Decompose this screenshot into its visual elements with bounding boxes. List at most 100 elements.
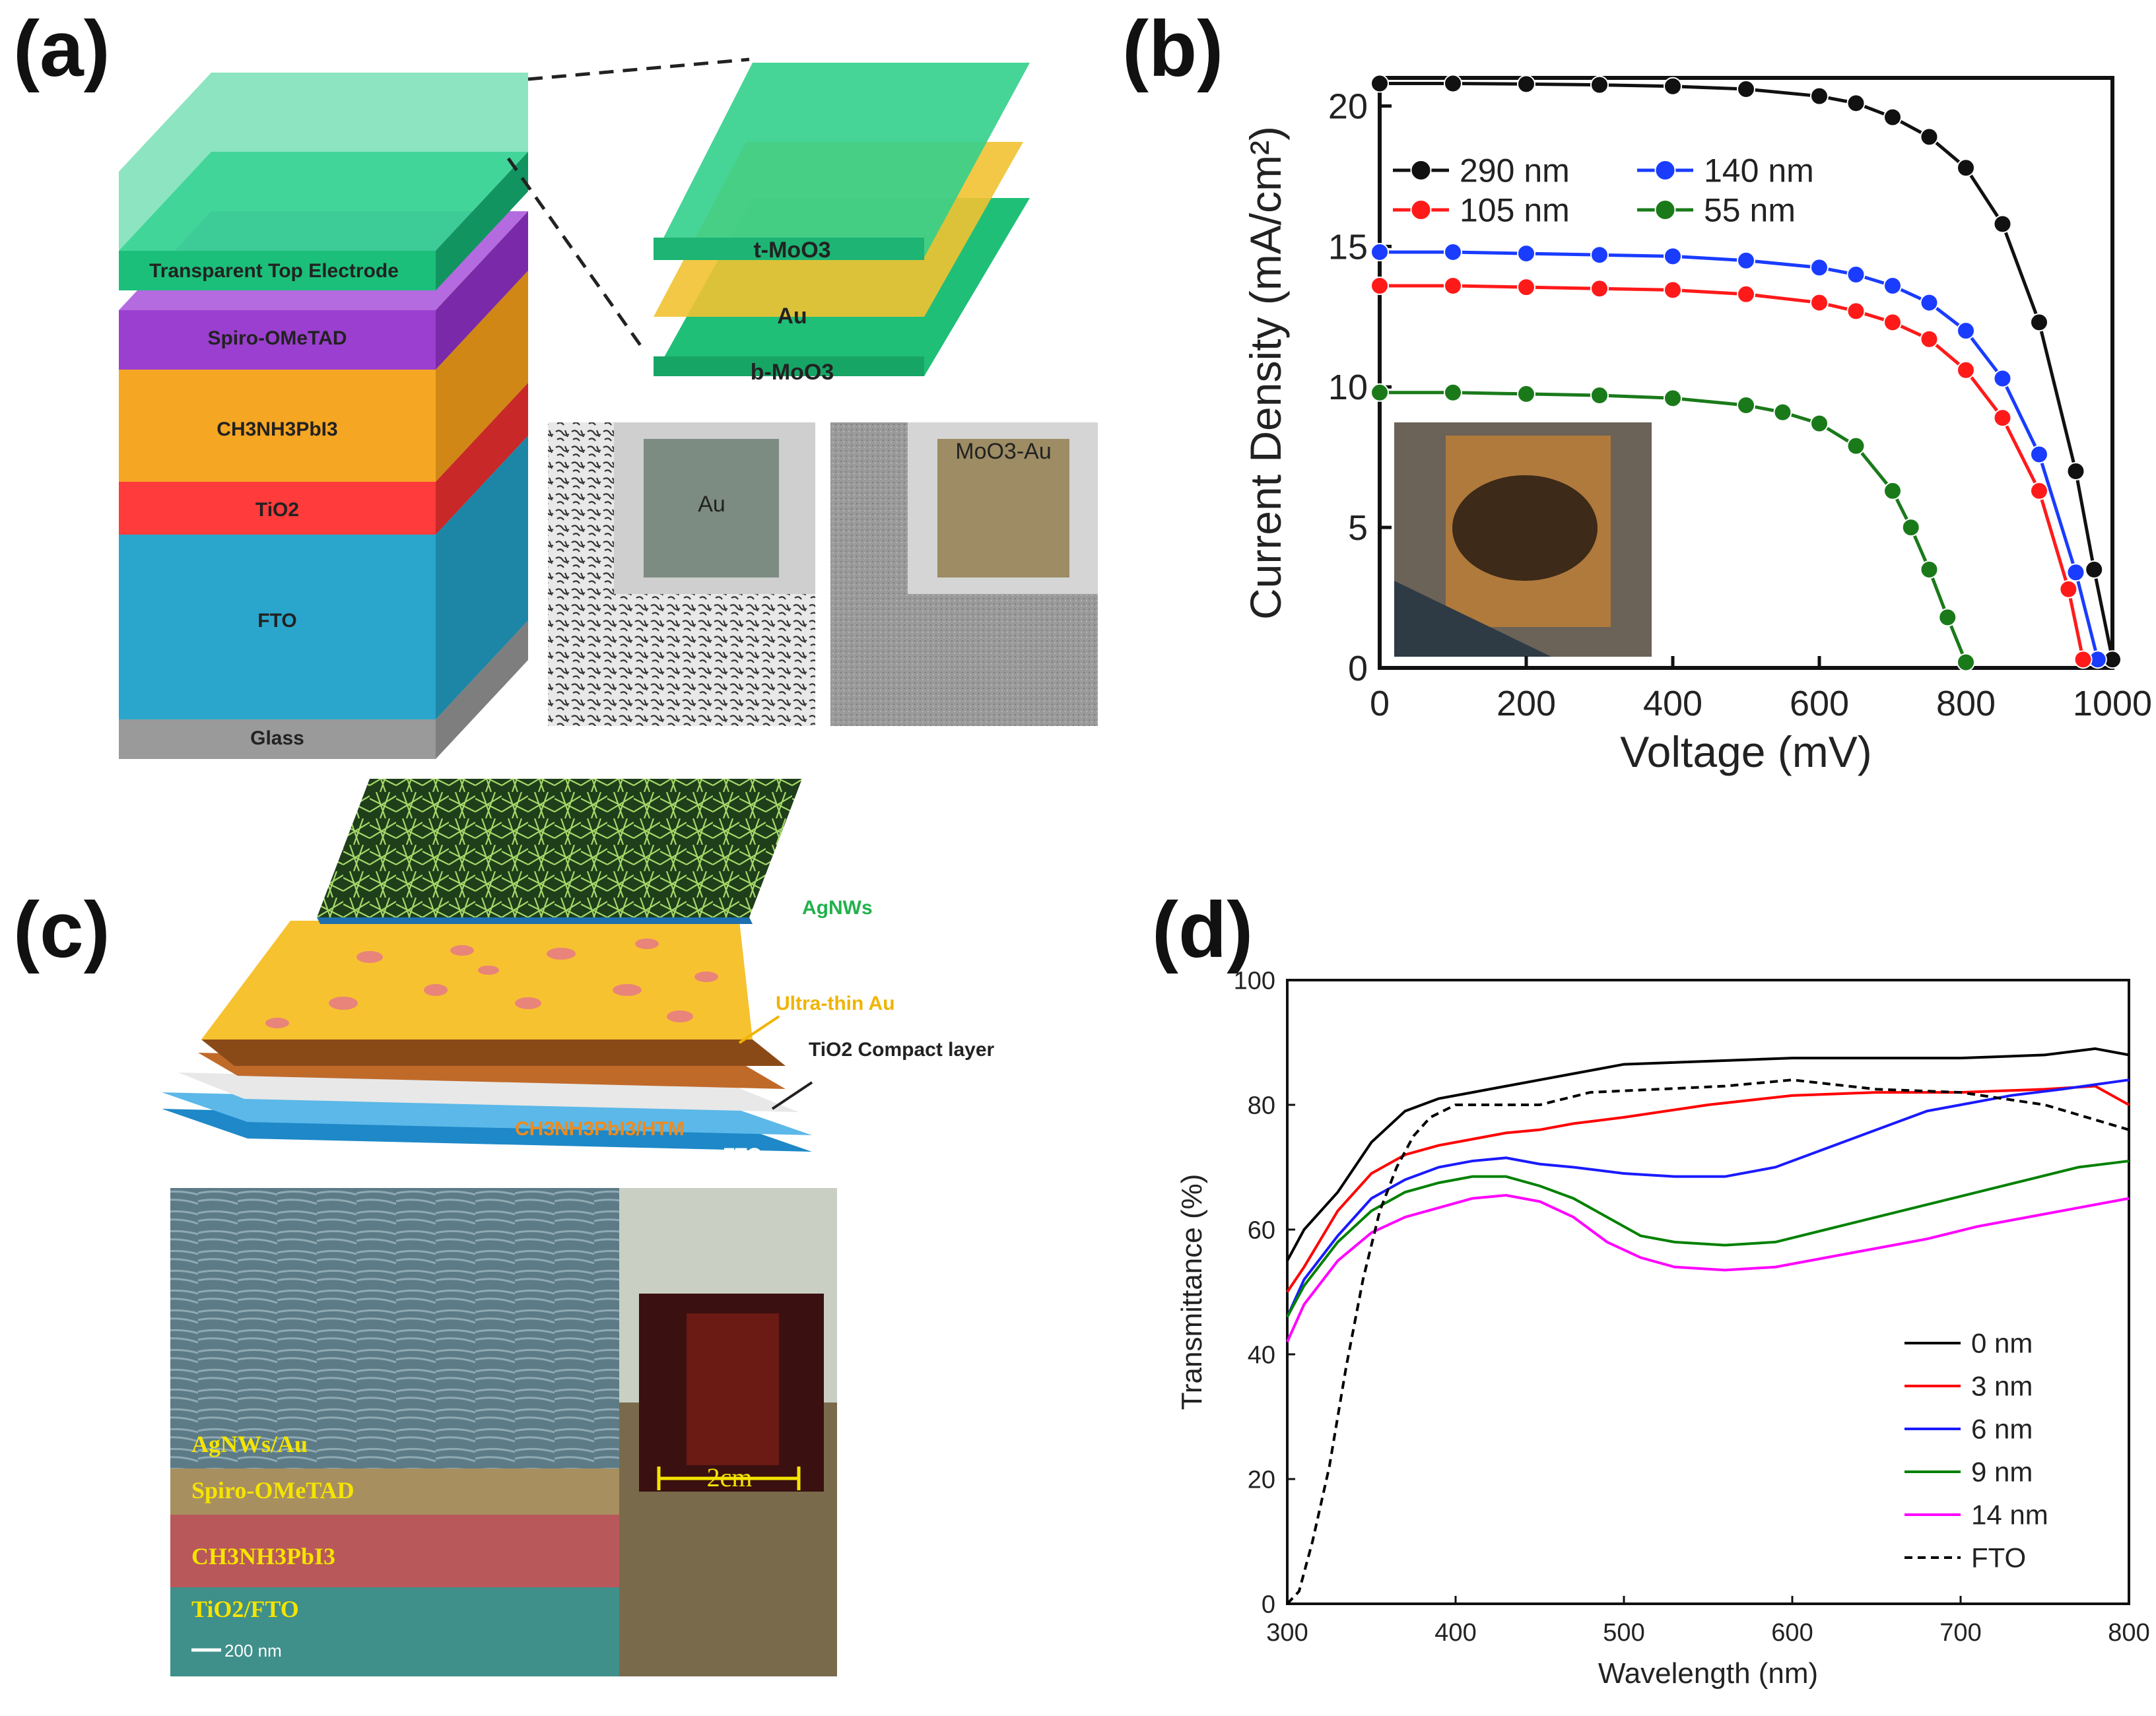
data-point bbox=[1737, 395, 1755, 414]
device-stack: Transparent Top Electrode Spiro-OMeTAD C… bbox=[119, 73, 528, 759]
photo-label-moo3-au: MoO3-Au bbox=[955, 439, 1052, 464]
photo-label-au: Au bbox=[698, 492, 725, 517]
legend-marker bbox=[1654, 199, 1676, 220]
sem-label-spiro: Spiro-OMeTAD bbox=[191, 1477, 354, 1503]
legend-label: 3 nm bbox=[1971, 1371, 2033, 1402]
series-line-0 bbox=[1380, 82, 2114, 660]
photo-scale-label: 2cm bbox=[707, 1463, 753, 1492]
x-tick-label: 0 bbox=[1370, 684, 1390, 723]
glass-front bbox=[119, 719, 436, 759]
legend-label: 6 nm bbox=[1971, 1414, 2033, 1445]
data-point bbox=[2059, 579, 2078, 599]
zoom-callout bbox=[506, 57, 750, 351]
data-point bbox=[1370, 277, 1389, 296]
y-tick-label: 20 bbox=[1248, 1466, 1275, 1494]
data-point bbox=[2030, 313, 2048, 332]
y-tick-label: 100 bbox=[1234, 967, 1275, 995]
data-point bbox=[1444, 383, 1462, 402]
scale-bar-label: 200 nm bbox=[224, 1641, 282, 1661]
sem-label-perovskite: CH3NH3PbI3 bbox=[191, 1543, 335, 1569]
series-line-0 bbox=[1286, 1047, 2130, 1262]
data-point bbox=[1957, 360, 1975, 380]
label-agnws: AgNWs bbox=[802, 897, 873, 919]
sem-au: Au bbox=[548, 422, 815, 726]
data-point bbox=[1590, 279, 1609, 298]
data-point bbox=[1846, 265, 1866, 284]
panel-b-label: (b) bbox=[1122, 5, 1223, 93]
data-point bbox=[1846, 94, 1866, 113]
y-tick-label: 20 bbox=[1328, 86, 1368, 126]
x-tick-label: 600 bbox=[1790, 684, 1849, 723]
data-point bbox=[1846, 436, 1866, 455]
x-axis-label: Voltage (mV) bbox=[1620, 727, 1872, 776]
electrode-side bbox=[436, 152, 528, 290]
y-tick-label: 60 bbox=[1248, 1216, 1275, 1244]
t-moo3-layer bbox=[654, 63, 1030, 257]
data-point bbox=[1993, 214, 2012, 234]
data-point bbox=[2085, 560, 2104, 579]
fto-front bbox=[119, 535, 436, 719]
data-point bbox=[1664, 280, 1682, 300]
data-point bbox=[1590, 75, 1609, 94]
data-point bbox=[1901, 518, 1920, 537]
data-point bbox=[2066, 563, 2085, 582]
photo-moo3-au bbox=[937, 439, 1069, 578]
data-point bbox=[1444, 74, 1462, 93]
legend-label: 105 nm bbox=[1460, 192, 1570, 229]
panel-c: (c) AgNWs Ultra-thin Au TiO2 Compact lay… bbox=[13, 779, 995, 1676]
legend-label: 14 nm bbox=[1971, 1500, 2048, 1531]
series-line-4 bbox=[1286, 1194, 2130, 1342]
photo-au bbox=[644, 439, 779, 578]
data-point bbox=[2030, 445, 2048, 464]
data-point bbox=[1883, 108, 1902, 127]
label-tio2-compact: TiO2 Compact layer bbox=[809, 1039, 995, 1061]
data-point bbox=[1444, 277, 1462, 296]
data-point bbox=[1993, 369, 2012, 388]
data-point bbox=[1590, 246, 1609, 265]
data-point bbox=[1957, 653, 1975, 672]
sem-agnws-au bbox=[170, 1188, 619, 1478]
legend-label: 290 nm bbox=[1460, 152, 1570, 189]
spiro-front bbox=[119, 310, 436, 370]
data-point bbox=[2073, 650, 2093, 669]
sem-moo3-au: MoO3-Au bbox=[830, 422, 1098, 726]
x-tick-label: 400 bbox=[1643, 684, 1702, 723]
x-tick-label: 600 bbox=[1771, 1619, 1813, 1647]
panel-d-label: (d) bbox=[1152, 886, 1253, 974]
data-point bbox=[1938, 608, 1957, 627]
data-point bbox=[1810, 293, 1829, 312]
data-point bbox=[1883, 313, 1902, 332]
data-point bbox=[1664, 77, 1682, 96]
layer-label-fto: FTO bbox=[257, 610, 296, 632]
electrode-glass bbox=[119, 73, 528, 251]
x-tick-label: 500 bbox=[1603, 1619, 1644, 1647]
x-tick-label: 300 bbox=[1266, 1619, 1308, 1647]
y-tick-label: 0 bbox=[1348, 649, 1368, 688]
ultrathin-au-layer bbox=[201, 921, 753, 1040]
legend-marker bbox=[1410, 199, 1432, 220]
layer-label-electrode: Transparent Top Electrode bbox=[149, 260, 399, 282]
sem-perovskite bbox=[170, 1515, 619, 1587]
panel-c-label: (c) bbox=[13, 886, 110, 974]
exploded-stack: AgNWs Ultra-thin Au TiO2 Compact layer C… bbox=[162, 779, 995, 1166]
data-point bbox=[1737, 284, 1755, 304]
data-point bbox=[1920, 293, 1939, 312]
y-axis-label: Transmittance (%) bbox=[1176, 1174, 1208, 1410]
spiro-side bbox=[436, 211, 528, 370]
tio2-compact-layer bbox=[178, 1072, 799, 1112]
sem-label-agnws-au: AgNWs/Au bbox=[191, 1431, 308, 1457]
legend-label: 0 nm bbox=[1971, 1328, 2033, 1359]
layer-label-tio2: TiO2 bbox=[255, 499, 299, 521]
x-tick-label: 200 bbox=[1497, 684, 1556, 723]
x-tick-label: 700 bbox=[1939, 1619, 1981, 1647]
data-point bbox=[1920, 329, 1939, 348]
data-point bbox=[1517, 244, 1535, 263]
x-axis-label: Wavelength (nm) bbox=[1598, 1657, 1818, 1690]
data-point bbox=[1517, 384, 1535, 403]
data-point bbox=[1810, 414, 1829, 433]
y-tick-label: 0 bbox=[1262, 1591, 1275, 1618]
label-t-moo3: t-MoO3 bbox=[753, 238, 830, 263]
data-point bbox=[1370, 74, 1389, 93]
